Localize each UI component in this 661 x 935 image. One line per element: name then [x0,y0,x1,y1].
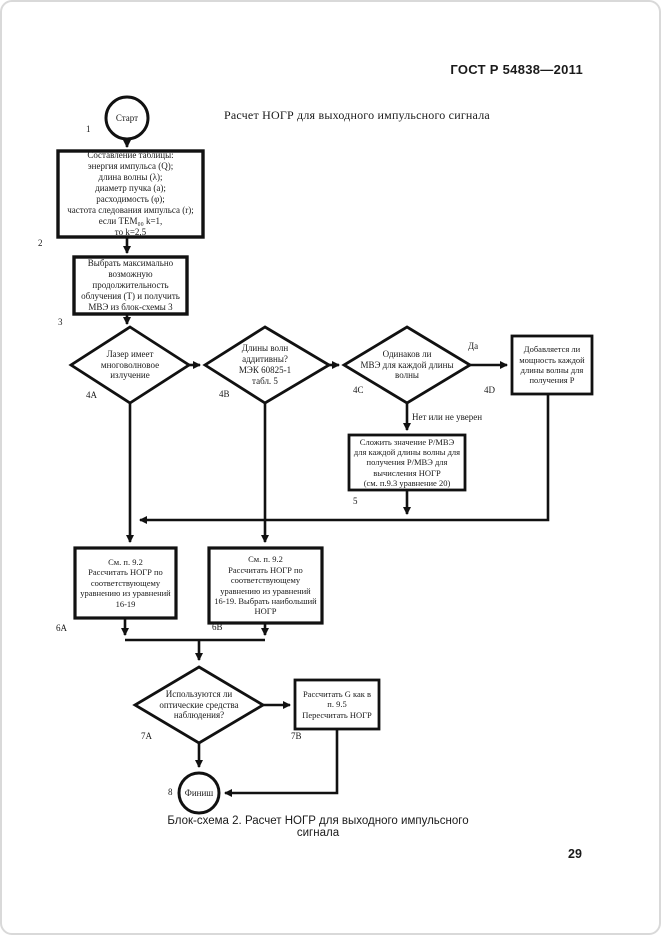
step-label-7b: 7B [291,731,302,741]
step-label-4d: 4D [484,385,495,395]
process-box2-shape [72,255,189,316]
step-label-4b: 4B [219,389,230,399]
process-box6a: См. п. 9.2 Рассчитать НОГР по соответств… [75,548,176,618]
step-label-6b: 6B [212,622,223,632]
process-box5-shape [347,433,467,492]
step-label-5: 5 [353,496,358,506]
decision-4c-shape [341,325,473,405]
process-box1-shape [56,149,205,239]
process-box7b-shape [293,678,381,731]
decision-4a: Лазер имеет многоволновое излучение [71,331,189,399]
edge-7b-to-finish [224,729,339,797]
process-box4d: Добавляется ли мощность каждой длины вол… [512,336,592,394]
decision-7a-text: Используются ли оптические средства набл… [159,688,239,721]
box6b-text: См. п. 9.2 Рассчитать НОГР по соответств… [214,554,317,617]
step-label-3: 3 [58,317,63,327]
start-terminator: Старт [106,97,148,139]
decision-4a-text: Лазер имеет многоволновое излучение [100,348,160,381]
flowchart-title: Расчет НОГР для выходного импульсного си… [224,108,490,122]
process-box1: Составление таблицы: энергия импульса (Q… [58,150,203,237]
finish-terminator-shape [177,771,221,815]
standard-number-header: ГОСТ Р 54838—2011 [450,62,583,77]
box4d-text: Добавляется ли мощность каждой длины вол… [519,344,585,386]
finish-terminator: Финиш [179,773,219,813]
step-label-4a: 4A [86,390,97,400]
process-box5: Сложить значение Р/МВЭ для каждой длины … [349,435,465,490]
finish-label: Финиш [184,787,214,798]
process-box2: Выбрать максимально возможную продолжите… [74,257,187,314]
step-label-6a: 6A [56,623,67,633]
process-box7b: Рассчитать G как в п. 9.5 Пересчитать НО… [295,680,379,729]
box6a-text: См. п. 9.2 Рассчитать НОГР по соответств… [80,557,171,609]
step-label-8: 8 [168,787,173,797]
edge-4d-to-merge [139,394,550,524]
edge-label-no-or-unsure: Нет или не уверен [412,412,483,422]
decision-4c-text: Одинаков ли МВЭ для каждой длины волны [360,348,454,381]
process-box6b-shape [207,546,324,625]
page-number: 29 [568,847,582,861]
decision-4a-shape [68,325,192,405]
box1-text: Составление таблицы: энергия импульса (Q… [67,150,194,237]
step-label-1: 1 [86,124,91,134]
step-label-2: 2 [38,238,43,248]
decision-4b-shape [202,325,332,405]
flow-connectors [121,139,550,797]
process-box6a-shape [73,546,178,620]
process-box6b: См. п. 9.2 Рассчитать НОГР по соответств… [209,548,322,623]
step-label-7a: 7A [141,731,152,741]
decision-4b-text: Длины волн аддитивны? МЭК 60825-1 табл. … [238,343,292,386]
edge-label-yes: Да [468,341,479,351]
decision-4c: Одинаков ли МВЭ для каждой длины волны [332,331,482,399]
box5-text: Сложить значение Р/МВЭ для каждой длины … [353,436,461,489]
decision-7a-shape [132,665,266,745]
decision-4b: Длины волн аддитивны? МЭК 60825-1 табл. … [205,331,325,399]
decision-7a: Используются ли оптические средства набл… [135,671,263,739]
box2-text: Выбрать максимально возможную продолжите… [81,258,180,312]
start-terminator-shape [104,95,150,141]
process-box4d-shape [510,334,594,396]
box7b-text: Рассчитать G как в п. 9.5 Пересчитать НО… [302,688,372,720]
step-label-4c: 4C [353,385,364,395]
figure-caption: Блок-схема 2. Расчет НОГР для выходного … [167,815,469,839]
start-label: Старт [115,112,139,123]
